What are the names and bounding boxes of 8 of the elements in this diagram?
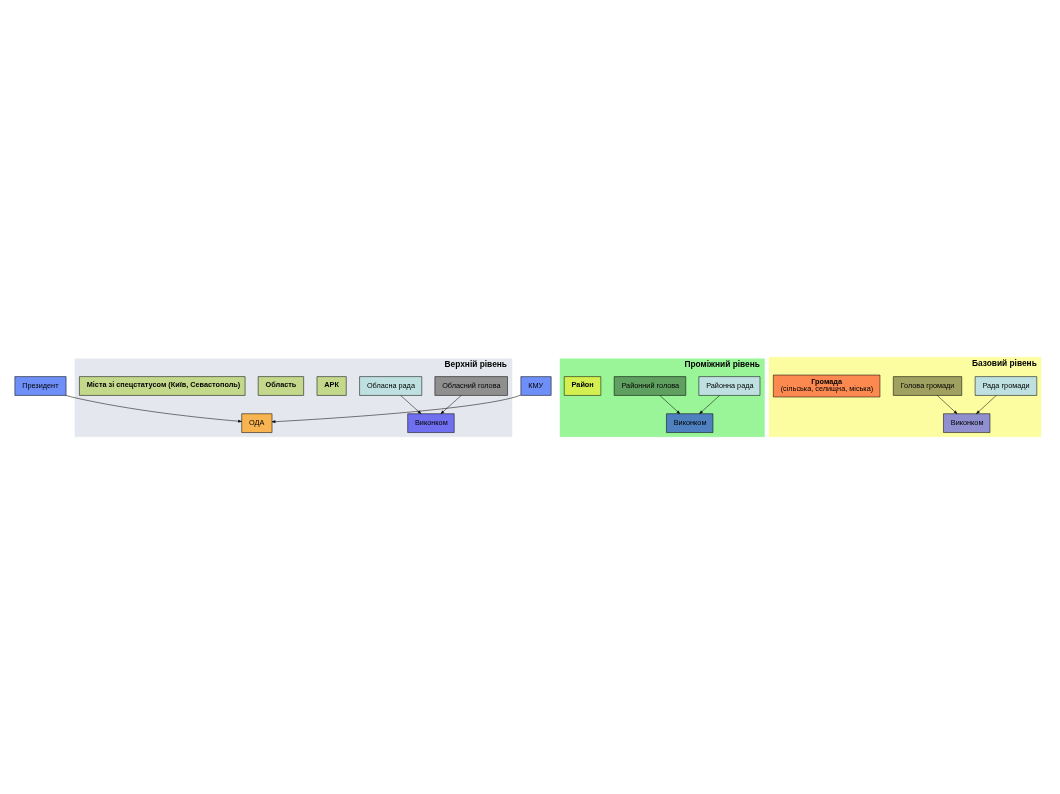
arrow bbox=[699, 395, 720, 414]
arrow bbox=[976, 395, 997, 414]
arrow bbox=[65, 395, 242, 423]
arrow bbox=[936, 395, 958, 414]
arrow bbox=[400, 395, 422, 414]
arrow bbox=[659, 395, 681, 414]
arrow bbox=[440, 395, 462, 414]
arrow bbox=[271, 394, 521, 423]
